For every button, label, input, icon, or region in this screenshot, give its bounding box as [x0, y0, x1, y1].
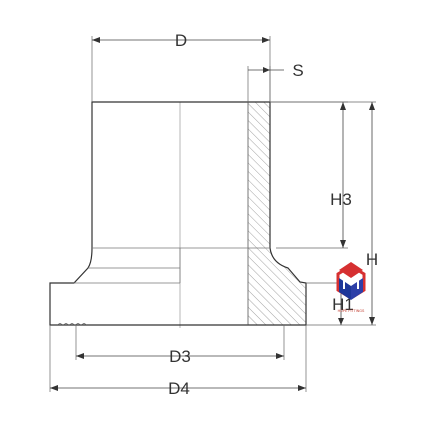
brand-logo: HDPE FITTINGS: [336, 262, 366, 313]
label-h3: H3: [330, 190, 352, 209]
label-s: S: [292, 61, 303, 80]
face-serrations: [57, 323, 87, 326]
dimension-s: [247, 66, 284, 102]
label-d3: D3: [169, 347, 191, 366]
logo-caption: HDPE FITTINGS: [338, 309, 365, 313]
dimension-d4: [49, 325, 307, 392]
label-d: D: [175, 31, 187, 50]
dimension-h: [270, 101, 376, 325]
label-h: H: [366, 250, 378, 269]
label-h1: H1: [332, 295, 354, 314]
wall-section-hatching: [248, 102, 306, 325]
dimension-h3: [270, 101, 348, 249]
label-d4: D4: [168, 379, 190, 398]
dimension-d3: [75, 325, 285, 360]
